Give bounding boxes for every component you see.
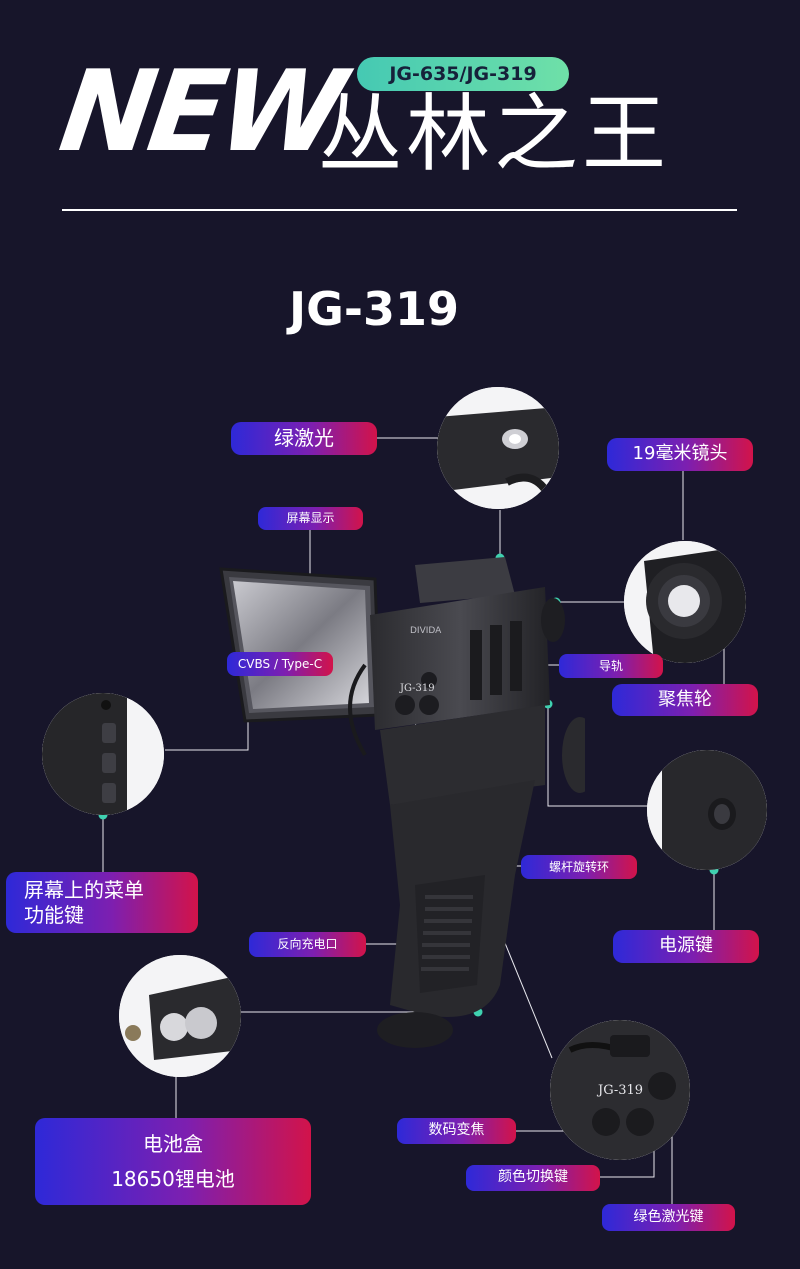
buttons-closeup-detail-image: JG-319	[550, 1020, 690, 1160]
label-menu-keys-line1: 屏幕上的菜单	[24, 877, 144, 902]
green-laser-detail-image	[437, 387, 559, 509]
label-menu-keys-line2: 功能键	[24, 902, 84, 927]
label-battery-box-title: 电池盒	[143, 1131, 203, 1156]
bubble-battery	[119, 955, 241, 1077]
label-reverse-charge: 反向充电口	[249, 932, 366, 957]
label-focus-wheel: 聚焦轮	[612, 684, 758, 716]
bubble-lens	[624, 541, 746, 663]
device-brand-text: DIVIDA	[410, 626, 442, 636]
device-model-text: JG-319	[399, 683, 435, 694]
bubble-menu-keys	[42, 693, 164, 815]
label-power-key: 电源键	[613, 930, 759, 963]
label-battery-type: 18650锂电池	[111, 1166, 235, 1191]
bubble-power-key	[647, 750, 767, 870]
label-digital-zoom: 数码变焦	[397, 1118, 516, 1144]
page-title: 丛林之王	[318, 85, 671, 183]
model-title: JG-319	[289, 282, 459, 336]
label-screen-display: 屏幕显示	[258, 507, 363, 530]
bubble-green-laser	[437, 387, 559, 509]
label-19mm-lens: 19毫米镜头	[607, 438, 753, 471]
label-menu-keys: 屏幕上的菜单 功能键	[6, 872, 198, 933]
label-cvbs-typec: CVBS / Type-C	[227, 652, 333, 676]
label-screw-ring: 螺杆旋转环	[521, 855, 637, 879]
power-key-detail-image	[647, 750, 767, 870]
label-green-laser: 绿激光	[231, 422, 377, 455]
model-pill: JG-635/JG-319	[357, 57, 569, 91]
header-divider	[62, 209, 737, 211]
menu-keys-detail-image	[42, 693, 164, 815]
lens-detail-image	[624, 541, 746, 663]
label-rail: 导轨	[559, 654, 663, 678]
battery-detail-image	[119, 955, 241, 1077]
closeup-model-text: JG-319	[596, 1083, 643, 1098]
label-green-laser-key: 绿色激光键	[602, 1204, 735, 1231]
label-color-switch: 颜色切换键	[466, 1165, 600, 1191]
device-illustration: DIVIDA JG-319	[219, 557, 585, 1048]
bubble-buttons-closeup: JG-319	[550, 1020, 690, 1160]
label-battery-box: 电池盒 18650锂电池	[35, 1118, 311, 1205]
